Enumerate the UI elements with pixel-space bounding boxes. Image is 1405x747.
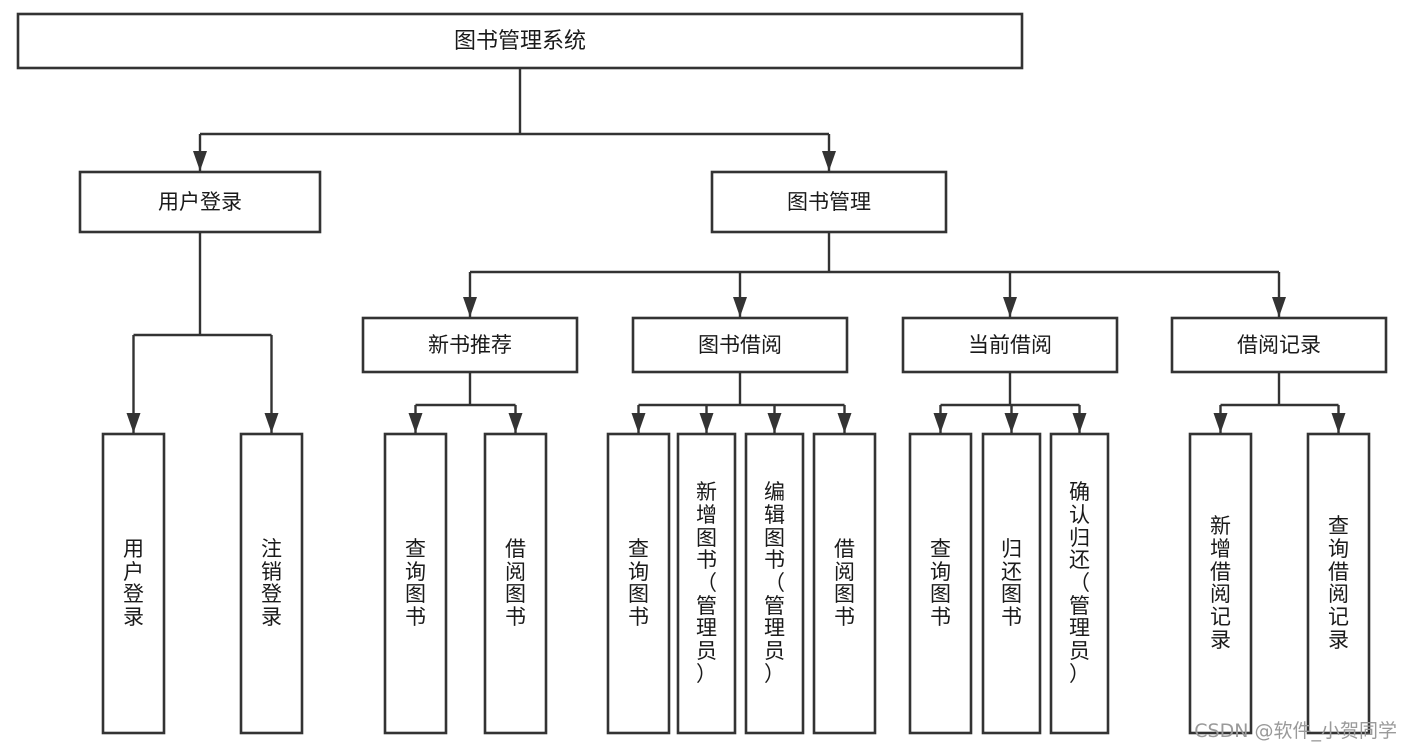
leaf-node-rect[interactable]: [239, 432, 304, 735]
arrow-to-level3-2: [733, 297, 747, 317]
leaf-node-rect[interactable]: [1306, 432, 1371, 735]
leaf-node-rect[interactable]: [101, 432, 166, 735]
leaf-node-8[interactable]: [812, 432, 877, 735]
arrow-to-leaf-1-1: [126, 413, 141, 433]
level3-node-rect[interactable]: [901, 316, 1119, 374]
leaf-node-rect[interactable]: [908, 432, 973, 735]
arrow-to-leaf-4-3: [1072, 413, 1087, 433]
leaf-node-12[interactable]: [1188, 432, 1253, 735]
root-node-rect[interactable]: [16, 12, 1024, 70]
level3-node-rect[interactable]: [361, 316, 579, 374]
leaf-node-rect[interactable]: [744, 432, 805, 735]
level2-node-2[interactable]: 图书管理: [710, 170, 948, 234]
level3-node-1[interactable]: 新书推荐: [361, 316, 579, 374]
level3-node-rect[interactable]: [1170, 316, 1388, 374]
arrow-to-leaf-3-1: [631, 413, 646, 433]
arrow-to-leaf-3-2: [699, 413, 714, 433]
level3-node-label: 当前借阅: [968, 333, 1052, 357]
leaf-node-6[interactable]: [676, 432, 737, 735]
arrow-to-leaf-2-1: [408, 413, 423, 433]
leaf-node-rect[interactable]: [981, 432, 1042, 735]
arrow-to-leaf-1-2: [264, 413, 279, 433]
arrow-to-level2-2: [822, 151, 836, 171]
leaf-node-7[interactable]: [744, 432, 805, 735]
arrow-to-leaf-4-1: [933, 413, 948, 433]
leaf-node-rect[interactable]: [383, 432, 448, 735]
root-node-1[interactable]: 图书管理系统: [16, 12, 1024, 70]
arrow-to-leaf-4-2: [1004, 413, 1019, 433]
leaf-node-1[interactable]: [101, 432, 166, 735]
leaf-node-rect[interactable]: [812, 432, 877, 735]
level3-node-2[interactable]: 图书借阅: [631, 316, 849, 374]
level2-node-label: 用户登录: [158, 190, 242, 214]
leaf-node-rect[interactable]: [1049, 432, 1110, 735]
leaf-node-2[interactable]: [239, 432, 304, 735]
level2-node-label: 图书管理: [787, 190, 871, 214]
arrow-to-level2-1: [193, 151, 207, 171]
level3-node-label: 借阅记录: [1237, 333, 1321, 357]
level3-node-label: 新书推荐: [428, 333, 512, 357]
leaf-node-rect[interactable]: [1188, 432, 1253, 735]
watermark-text: CSDN @软件_小贺同学: [1194, 720, 1397, 742]
leaf-node-10[interactable]: [981, 432, 1042, 735]
leaf-node-3[interactable]: [383, 432, 448, 735]
level2-node-rect[interactable]: [78, 170, 322, 234]
leaf-node-rect[interactable]: [483, 432, 548, 735]
connectors-layer: [126, 68, 1346, 433]
root-node-label: 图书管理系统: [454, 29, 586, 54]
leaf-node-rect[interactable]: [606, 432, 671, 735]
arrow-to-leaf-3-4: [837, 413, 852, 433]
leaf-node-9[interactable]: [908, 432, 973, 735]
arrow-to-level3-4: [1272, 297, 1286, 317]
level2-node-rect[interactable]: [710, 170, 948, 234]
level3-node-4[interactable]: 借阅记录: [1170, 316, 1388, 374]
level3-node-rect[interactable]: [631, 316, 849, 374]
arrow-to-leaf-5-1: [1213, 413, 1228, 433]
leaf-node-13[interactable]: [1306, 432, 1371, 735]
arrow-to-level3-3: [1003, 297, 1017, 317]
leaf-node-5[interactable]: [606, 432, 671, 735]
arrow-to-level3-1: [463, 297, 477, 317]
arrow-to-leaf-2-2: [508, 413, 523, 433]
arrow-to-leaf-5-2: [1331, 413, 1346, 433]
leaf-node-11[interactable]: [1049, 432, 1110, 735]
level2-node-1[interactable]: 用户登录: [78, 170, 322, 234]
arrow-to-leaf-3-3: [767, 413, 782, 433]
leaf-node-4[interactable]: [483, 432, 548, 735]
level3-node-label: 图书借阅: [698, 333, 782, 357]
leaf-node-rect[interactable]: [676, 432, 737, 735]
level3-node-3[interactable]: 当前借阅: [901, 316, 1119, 374]
